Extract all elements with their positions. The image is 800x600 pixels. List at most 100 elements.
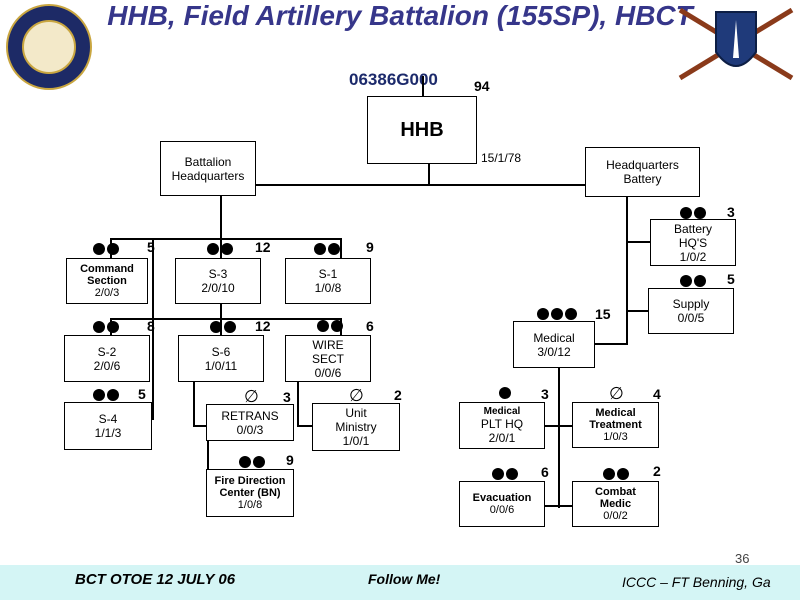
rank-dot bbox=[565, 308, 577, 320]
rank-dot bbox=[492, 468, 504, 480]
hhb-count: 94 bbox=[474, 78, 490, 94]
unit-code: 06386G000 bbox=[349, 70, 438, 89]
medical-plt-hq-name: PLT HQ bbox=[480, 417, 524, 431]
army-seal-logo bbox=[6, 4, 92, 90]
evacuation-strength: 0/0/6 bbox=[489, 504, 515, 516]
left-vertical bbox=[152, 238, 154, 420]
s2-strength: 2/0/6 bbox=[93, 358, 121, 373]
rank-dot bbox=[107, 243, 119, 255]
supply-name: Supply bbox=[672, 297, 710, 311]
battery-hq-strength: 1/0/2 bbox=[679, 249, 707, 264]
evacuation-count: 6 bbox=[541, 464, 549, 480]
footer-left: BCT OTOE 12 JULY 06 bbox=[75, 571, 236, 588]
retrans-name: RETRANS bbox=[221, 408, 279, 423]
command-section-strength: 2/0/3 bbox=[94, 287, 120, 299]
medical-stem bbox=[558, 368, 560, 508]
s3-box: S-3 2/0/10 bbox=[175, 258, 261, 304]
rank-dot bbox=[239, 456, 251, 468]
command-section-box: Command Section 2/0/3 bbox=[66, 258, 148, 304]
supply-count: 5 bbox=[727, 271, 735, 287]
fdc-box: Fire Direction Center (BN) 1/0/8 bbox=[206, 469, 294, 517]
footer-bar: BCT OTOE 12 JULY 06 Follow Me! ICCC – FT… bbox=[0, 565, 800, 600]
footer-right: ICCC – FT Benning, Ga bbox=[622, 574, 771, 590]
battery-hq-link bbox=[626, 241, 650, 243]
wire-count: 6 bbox=[366, 318, 374, 334]
hhb-box: HHB bbox=[367, 96, 477, 164]
s4-box: S-4 1/1/3 bbox=[64, 402, 152, 450]
medical-box: Medical 3/0/12 bbox=[513, 321, 595, 368]
ministry-link bbox=[297, 425, 313, 427]
fdc-strength: 1/0/8 bbox=[237, 499, 263, 511]
s6-count: 12 bbox=[255, 318, 271, 334]
s2-box: S-2 2/0/6 bbox=[64, 335, 150, 382]
rank-dot bbox=[537, 308, 549, 320]
rank-dot bbox=[210, 321, 222, 333]
medical-plt-hq-top: Medical bbox=[483, 406, 521, 417]
medical-count: 15 bbox=[595, 306, 611, 322]
medical-treatment-name: Medical Treatment bbox=[589, 407, 642, 431]
page-number: 36 bbox=[735, 551, 750, 566]
s1-name: S-1 bbox=[318, 267, 338, 281]
plt-hq-link bbox=[545, 425, 573, 427]
main-horizontal bbox=[255, 184, 585, 186]
unit-ministry-name: Unit Ministry bbox=[335, 406, 377, 434]
s1-count: 9 bbox=[366, 239, 374, 255]
staff-horizontal bbox=[110, 238, 342, 240]
hq-battery-stem bbox=[626, 196, 628, 344]
seal-center bbox=[22, 20, 76, 74]
rank-dot bbox=[328, 243, 340, 255]
rank-dot bbox=[221, 243, 233, 255]
combat-medic-strength: 0/0/2 bbox=[603, 510, 628, 522]
retrans-vertical bbox=[207, 440, 209, 482]
empty-set-icon: ∅ bbox=[609, 384, 624, 403]
infantry-emblem-logo bbox=[678, 7, 794, 81]
medical-treatment-strength: 1/0/3 bbox=[603, 431, 628, 443]
hq-battery-label: Headquarters Battery bbox=[606, 158, 679, 186]
medical-link bbox=[594, 343, 628, 345]
empty-set-icon: ∅ bbox=[244, 387, 259, 406]
evacuation-name: Evacuation bbox=[472, 492, 532, 504]
rank-dot bbox=[499, 387, 511, 399]
rank-dot bbox=[551, 308, 563, 320]
s6-box: S-6 1/0/11 bbox=[178, 335, 264, 382]
combat-medic-box: Combat Medic 0/0/2 bbox=[572, 481, 659, 527]
empty-set-icon: ∅ bbox=[349, 386, 364, 405]
row2-horizontal bbox=[110, 318, 340, 320]
s2-count: 8 bbox=[147, 318, 155, 334]
fdc-name: Fire Direction Center (BN) bbox=[214, 475, 286, 499]
supply-strength: 0/0/5 bbox=[677, 311, 705, 325]
s1-strength: 1/0/8 bbox=[314, 281, 342, 295]
combat-medic-count: 2 bbox=[653, 463, 661, 479]
s3-name: S-3 bbox=[208, 267, 228, 281]
wire-sect-name: WIRE SECT bbox=[311, 337, 344, 366]
s3-count: 12 bbox=[255, 239, 271, 255]
s6-down bbox=[193, 382, 195, 426]
battery-hq-count: 3 bbox=[727, 204, 735, 220]
s6-name: S-6 bbox=[211, 344, 231, 359]
rank-dot bbox=[680, 207, 692, 219]
fdc-count: 9 bbox=[286, 452, 294, 468]
medical-strength: 3/0/12 bbox=[537, 344, 571, 359]
rank-dot bbox=[93, 243, 105, 255]
s1-box: S-1 1/0/8 bbox=[285, 258, 371, 304]
retrans-box: RETRANS 0/0/3 bbox=[206, 404, 294, 441]
retrans-link bbox=[193, 425, 207, 427]
rank-dot bbox=[107, 389, 119, 401]
rank-dot bbox=[93, 321, 105, 333]
combat-medic-name: Combat Medic bbox=[595, 486, 636, 510]
rank-dot bbox=[314, 243, 326, 255]
medical-treatment-box: Medical Treatment 1/0/3 bbox=[572, 402, 659, 448]
supply-box: Supply 0/0/5 bbox=[648, 288, 734, 334]
rank-dot bbox=[506, 468, 518, 480]
wire-sect-strength: 0/0/6 bbox=[314, 365, 342, 380]
rank-dot bbox=[617, 468, 629, 480]
medical-plt-hq-strength: 2/0/1 bbox=[488, 431, 516, 445]
ministry-count: 2 bbox=[394, 387, 402, 403]
battery-hq-box: Battery HQ'S 1/0/2 bbox=[650, 219, 736, 266]
s4-name: S-4 bbox=[98, 412, 118, 426]
rank-dot bbox=[331, 320, 343, 332]
hq-battery-box: Headquarters Battery bbox=[585, 147, 700, 197]
rank-dot bbox=[680, 275, 692, 287]
retrans-count: 3 bbox=[283, 389, 291, 405]
bn-hq-stem bbox=[220, 195, 222, 239]
